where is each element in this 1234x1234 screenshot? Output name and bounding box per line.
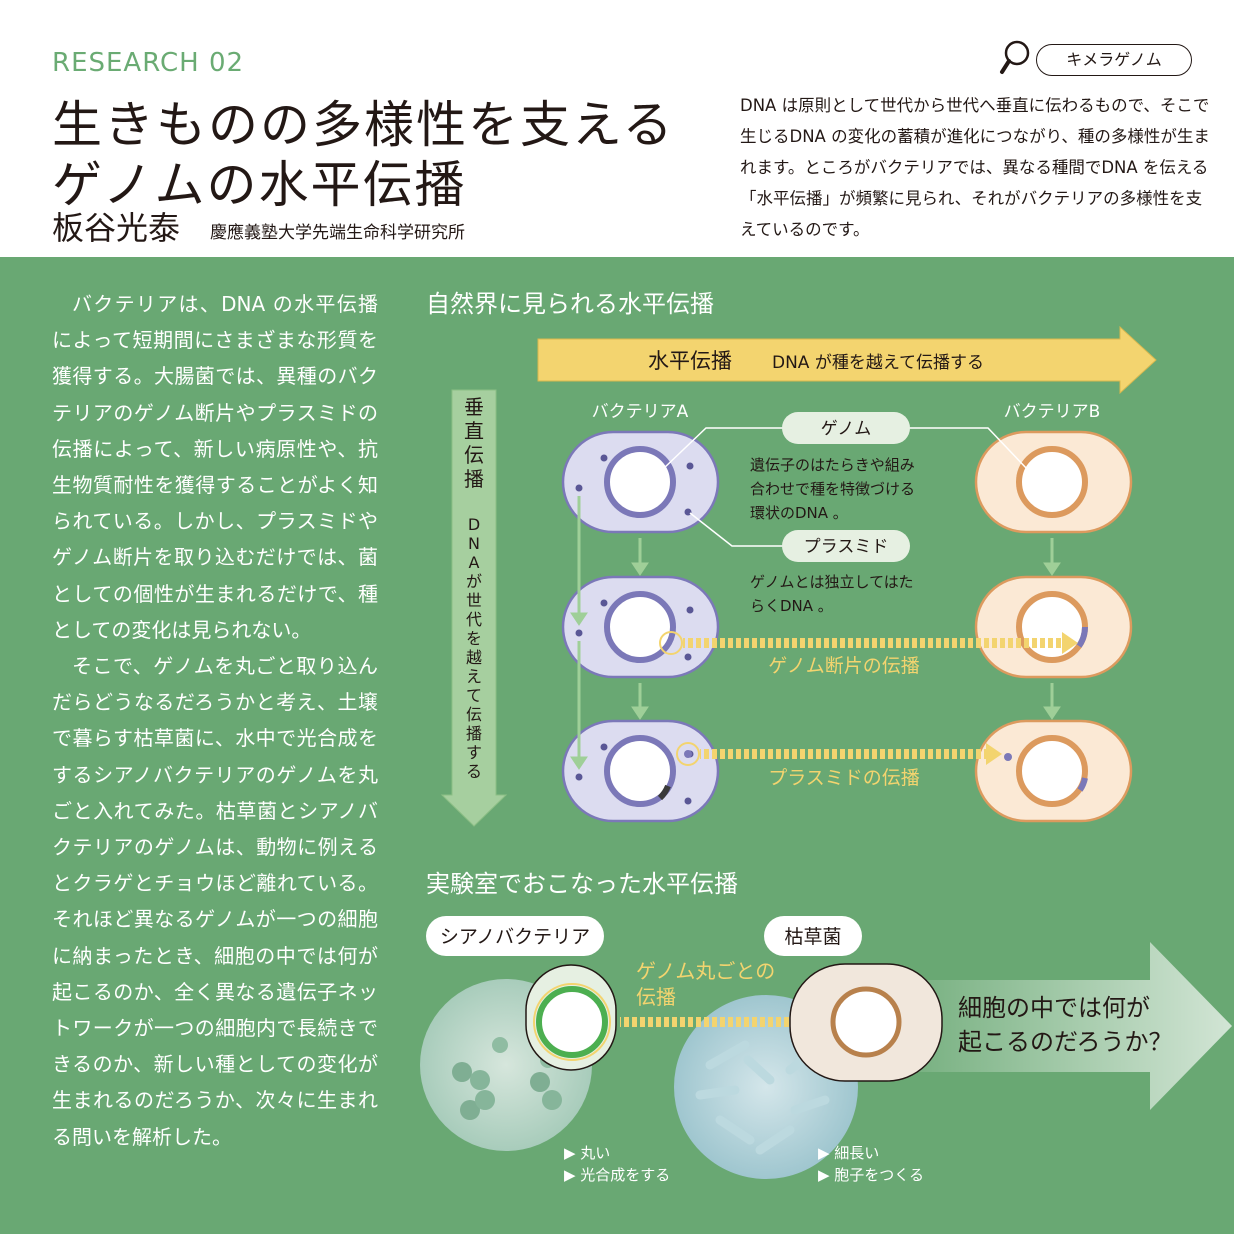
intro-text: DNA は原則として世代から世代へ垂直に伝わるもので、そこで生じるDNA の変化… <box>740 96 1210 239</box>
vertical-label: 垂直伝播 <box>464 395 484 491</box>
genome-desc-3: 環状のDNA 。 <box>750 504 848 522</box>
subtilis-feature-1: ▶ 細長い <box>818 1144 879 1162</box>
subtilis-tag <box>764 916 862 956</box>
cyano-cell <box>525 964 617 1071</box>
title-line-2: ゲノムの水平伝播 <box>52 156 467 214</box>
whole-genome-label-2: 伝播 <box>636 985 676 1009</box>
diagram1-heading: 自然界に見られる水平伝播 <box>426 290 714 318</box>
body-paragraph-1: バクテリアは、DNA の水平伝播によって短期間にさまざまな形質を獲得する。大腸菌… <box>52 292 378 642</box>
cell-b-1 <box>974 430 1133 534</box>
horizontal-transfer-arrow <box>537 325 1157 395</box>
subtilis-cell <box>789 963 943 1082</box>
generation-arrows <box>570 496 1061 770</box>
horizontal-label: 水平伝播 <box>648 349 732 373</box>
cell-b-3 <box>974 719 1133 823</box>
subtilis-tag-text: 枯草菌 <box>784 926 841 948</box>
big-question-arrow <box>862 942 1232 1110</box>
genome-tag <box>782 412 910 444</box>
author-name: 板谷光泰 <box>52 209 181 247</box>
magnifier-icon <box>1000 40 1030 74</box>
plasmid-tag <box>782 530 910 562</box>
body-text: バクテリアは、DNA の水平伝播によって短期間にさまざまな形質を獲得する。大腸菌… <box>52 286 378 1155</box>
callout-lines <box>661 427 1029 547</box>
plasmid-transfer-arrow <box>676 742 1002 766</box>
cyano-feature-1: ▶ 丸い <box>564 1144 610 1162</box>
bacteria-a-label: バクテリアA <box>592 402 689 422</box>
question-line-1: 細胞の中では何が <box>958 994 1150 1022</box>
title-line-1: 生きものの多様性を支える <box>52 96 675 154</box>
cyano-tag <box>426 916 604 956</box>
plasmid-tag-text: プラスミド <box>804 537 889 557</box>
series-label: RESEARCH 02 <box>52 48 245 78</box>
bacteria-b-label: バクテリアB <box>1004 402 1101 422</box>
affiliation: 慶應義塾大学先端生命科学研究所 <box>210 223 465 243</box>
cyano-feature-2: ▶ 光合成をする <box>564 1166 670 1184</box>
cell-a-3 <box>561 719 720 823</box>
plasmid-transfer-label: プラスミドの伝播 <box>768 767 920 789</box>
genome-desc-2: 合わせで種を特徴づける <box>750 480 915 498</box>
cell-b-2 <box>974 575 1133 679</box>
keyword-tag: キメラゲノム <box>1036 44 1192 76</box>
cyano-tag-text: シアノバクテリア <box>440 926 590 948</box>
fragment-transfer-arrow <box>659 631 1078 655</box>
body-paragraph-2: そこで、ゲノムを丸ごと取り込んだらどうなるだろうかと考え、土壌で暮らす枯草菌に、… <box>52 654 378 1149</box>
whole-genome-label-1: ゲノム丸ごとの <box>636 959 775 983</box>
cell-a-2 <box>561 575 720 679</box>
question-line-2: 起こるのだろうか？ <box>958 1028 1173 1056</box>
fragment-transfer-label: ゲノム断片の伝播 <box>768 655 919 677</box>
subtilis-feature-2: ▶ 胞子をつくる <box>818 1166 924 1184</box>
genome-tag-text: ゲノム <box>821 419 872 439</box>
plasmid-desc-2: らくDNA 。 <box>750 597 833 615</box>
vertical-transfer-arrow <box>440 389 508 827</box>
genome-desc-1: 遺伝子のはたらきや組み <box>750 456 915 474</box>
diagram2-heading: 実験室でおこなった水平伝播 <box>426 870 738 898</box>
horizontal-desc: DNA が種を越えて伝播する <box>772 353 984 373</box>
plasmid-desc-1: ゲノムとは独立してはた <box>750 573 914 591</box>
cell-a-1 <box>561 430 720 534</box>
